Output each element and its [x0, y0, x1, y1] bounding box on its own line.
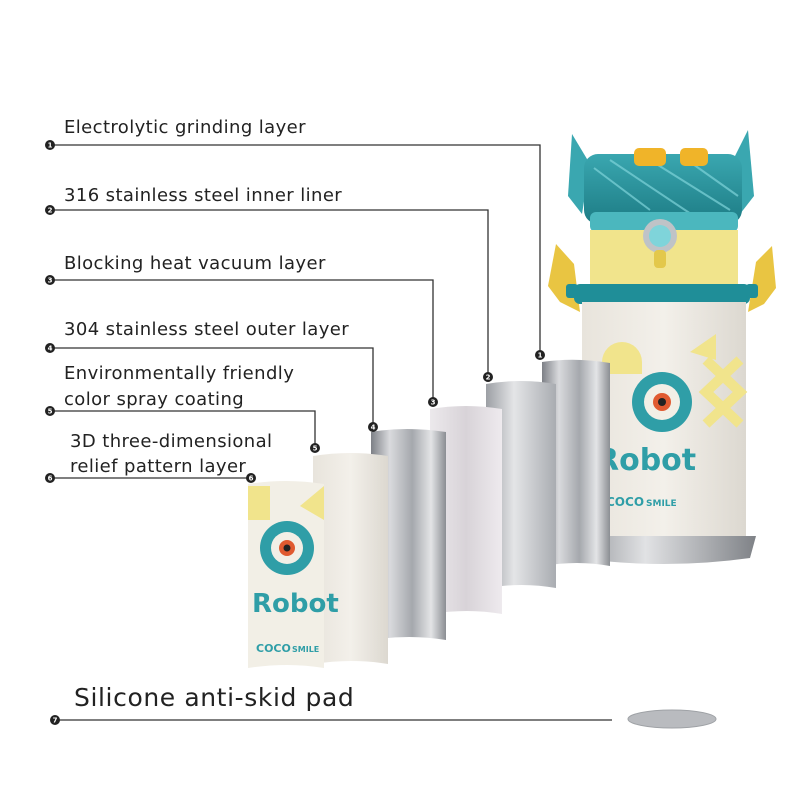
label-relief-pattern-line2: relief pattern layer	[70, 456, 247, 477]
bottle-left-wing	[548, 244, 580, 312]
marker-sheet-1: 1	[535, 350, 545, 360]
label-relief-pattern-line1: 3D three-dimensional	[70, 431, 273, 452]
marker-left-5-number: 5	[48, 408, 53, 416]
sheet-3-vacuum	[430, 406, 502, 614]
leader-line-3	[52, 279, 434, 400]
sheet-6-print-word: Robot	[252, 589, 339, 619]
bottle-steel-base	[572, 536, 756, 564]
marker-sheet-4: 4	[368, 422, 378, 432]
marker-sheet-6: 6	[246, 473, 256, 483]
number-markers: 1 2 3 4 5 6 7 1 2 3 4 5 6	[45, 140, 545, 725]
marker-sheet-6-number: 6	[249, 475, 254, 483]
bottle-collar	[574, 284, 750, 304]
bottle-body-pattern-triangle	[690, 334, 716, 360]
label-color-spray-line1: Environmentally friendly	[64, 363, 295, 384]
marker-left-3: 3	[45, 275, 55, 285]
leader-line-2	[52, 209, 489, 374]
label-electrolytic-grinding-layer: Electrolytic grinding layer	[64, 117, 306, 138]
marker-left-4: 4	[45, 343, 55, 353]
leader-line-4	[52, 347, 374, 425]
label-color-spray-line2: color spray coating	[64, 389, 245, 410]
marker-left-3-number: 3	[48, 277, 53, 285]
bottle-collar-lug-right	[746, 284, 758, 298]
marker-left-1-number: 1	[48, 142, 53, 150]
marker-sheet-3: 3	[428, 397, 438, 407]
marker-left-7-number: 7	[53, 717, 58, 725]
marker-sheet-5: 5	[310, 443, 320, 453]
bottle-brand-suffix: SMILE	[646, 499, 677, 509]
bottle-collar-lug-left	[566, 284, 578, 298]
label-316-inner-liner: 316 stainless steel inner liner	[64, 185, 343, 206]
sheet-6-eye-pupil	[283, 544, 291, 552]
layer-sheets: Robot COCO SMILE	[248, 359, 610, 668]
sheet-1-electrolytic	[542, 359, 610, 566]
marker-sheet-5-number: 5	[313, 445, 318, 453]
marker-left-6-number: 6	[48, 475, 53, 483]
sheet-6-brand: COCO	[256, 642, 291, 655]
marker-sheet-3-number: 3	[431, 399, 436, 407]
bottle-body-pattern-x	[698, 356, 748, 428]
marker-sheet-4-number: 4	[371, 424, 376, 432]
silicone-pad	[627, 709, 717, 729]
sheet-6-pattern-block	[248, 486, 270, 520]
marker-left-4-number: 4	[48, 345, 53, 353]
bottle-cap-clip	[634, 148, 666, 166]
sheet-2-inner-liner	[486, 381, 556, 588]
leader-lines	[52, 144, 612, 721]
sheet-6-brand-suffix: SMILE	[292, 645, 319, 654]
leader-line-1	[52, 144, 541, 352]
label-304-outer-layer: 304 stainless steel outer layer	[64, 319, 350, 340]
marker-left-6: 6	[45, 473, 55, 483]
sheet-4-outer	[371, 429, 446, 640]
marker-sheet-2: 2	[483, 372, 493, 382]
marker-sheet-1-number: 1	[538, 352, 543, 360]
marker-left-2-number: 2	[48, 207, 53, 215]
sheet-6-pattern-triangle	[300, 486, 324, 520]
bottle-right-wing	[748, 246, 776, 312]
bottle-cap-reflections	[593, 159, 739, 221]
bottle-body-eye-pupil	[658, 398, 666, 406]
marker-left-2: 2	[45, 205, 55, 215]
label-silicone-anti-skid-pad: Silicone anti-skid pad	[74, 683, 355, 712]
bottle-hinge	[654, 250, 666, 268]
marker-left-7: 7	[50, 715, 60, 725]
leader-line-5	[52, 410, 316, 446]
marker-left-5: 5	[45, 406, 55, 416]
sheet-5-spray-coating	[313, 453, 388, 664]
bottle-body-print-word: Robot	[596, 443, 696, 478]
marker-sheet-2-number: 2	[486, 374, 491, 382]
bottle-body-pattern-arch	[602, 342, 642, 374]
marker-left-1: 1	[45, 140, 55, 150]
bottle-button	[649, 225, 671, 247]
bottle-brand: COCO	[606, 495, 644, 509]
label-blocking-heat-vacuum-layer: Blocking heat vacuum layer	[64, 253, 326, 274]
bottle-cap-clip-2	[680, 148, 708, 166]
